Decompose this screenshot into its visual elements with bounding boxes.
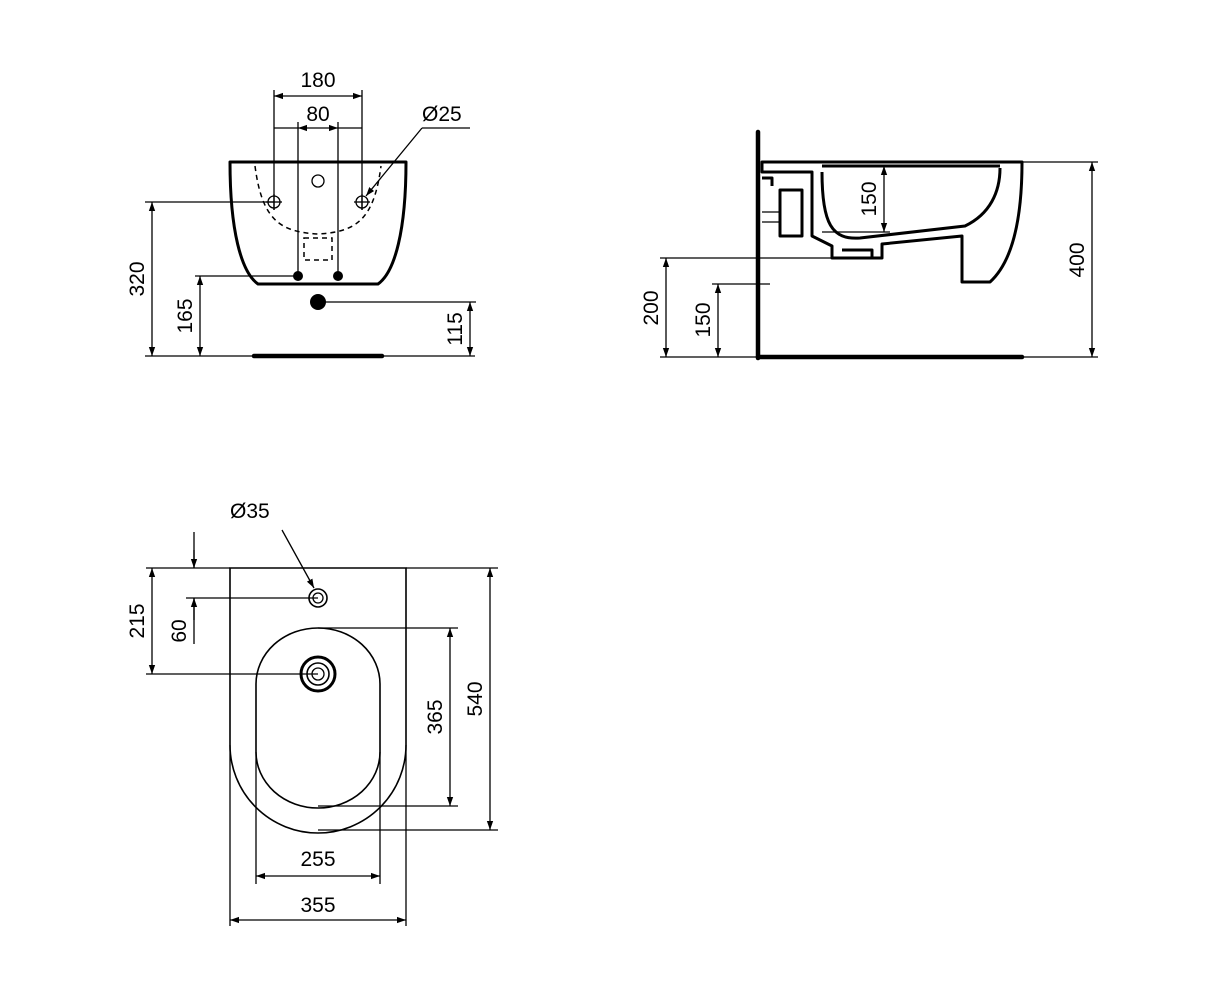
label-d25: Ø25	[422, 103, 462, 126]
side-waste-outlet	[842, 248, 874, 258]
front-outlet-box	[303, 237, 333, 261]
label-80: 80	[306, 103, 329, 126]
side-view: 150 400 200 150	[640, 129, 1098, 361]
label-320: 320	[126, 261, 149, 296]
label-60: 60	[168, 619, 191, 642]
front-view: 180 80 Ø25 320 165 115	[126, 69, 476, 359]
label-215: 215	[126, 603, 149, 638]
label-165: 165	[174, 298, 197, 333]
side-wall-bracket	[778, 188, 804, 238]
label-365: 365	[424, 699, 447, 734]
label-d35: Ø35	[230, 500, 270, 523]
label-180: 180	[300, 69, 335, 92]
leader-d25	[365, 127, 423, 197]
top-view: Ø35 215 60 365 540 255 355	[126, 500, 498, 926]
label-540: 540	[464, 681, 487, 716]
top-bowl-outline	[229, 567, 407, 834]
label-side-150-bottom: 150	[692, 302, 715, 337]
side-bowl-interior	[820, 167, 1002, 240]
top-basin-outline	[255, 627, 381, 809]
front-tap-hole	[311, 174, 325, 188]
front-bowl-outline	[228, 160, 408, 286]
side-bowl-outline	[760, 160, 1024, 284]
label-400: 400	[1066, 242, 1089, 277]
leader-d35	[281, 529, 315, 589]
label-255: 255	[300, 848, 335, 871]
label-side-150-top: 150	[858, 181, 881, 216]
front-bowl-interior	[254, 165, 382, 235]
label-115: 115	[444, 312, 467, 345]
label-200: 200	[640, 290, 663, 325]
label-355: 355	[300, 894, 335, 917]
